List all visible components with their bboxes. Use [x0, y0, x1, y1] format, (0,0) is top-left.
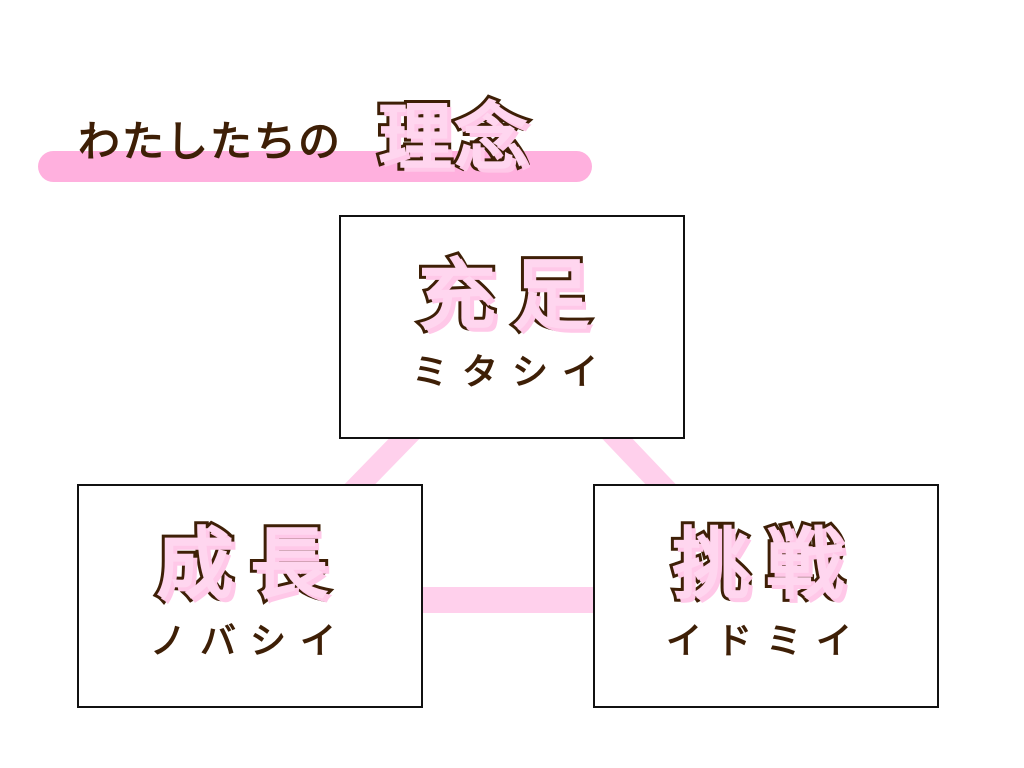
value-box-growth: 成長 ノバシイ: [77, 484, 423, 708]
value-reading: ノバシイ: [149, 621, 350, 662]
value-box-challenge: 挑戦 イドミイ: [593, 484, 939, 708]
page-title: 理念: [375, 92, 531, 184]
value-kanji: 成長: [153, 517, 344, 613]
page-subtitle: わたしたちの: [78, 117, 343, 166]
value-kanji: 充足: [415, 248, 606, 344]
value-box-fulfillment: 充足 ミタシイ: [339, 215, 685, 439]
value-kanji: 挑戦: [669, 517, 860, 613]
title-underline-bar: [38, 151, 592, 182]
value-reading: イドミイ: [665, 621, 866, 662]
value-reading: ミタシイ: [411, 352, 612, 393]
